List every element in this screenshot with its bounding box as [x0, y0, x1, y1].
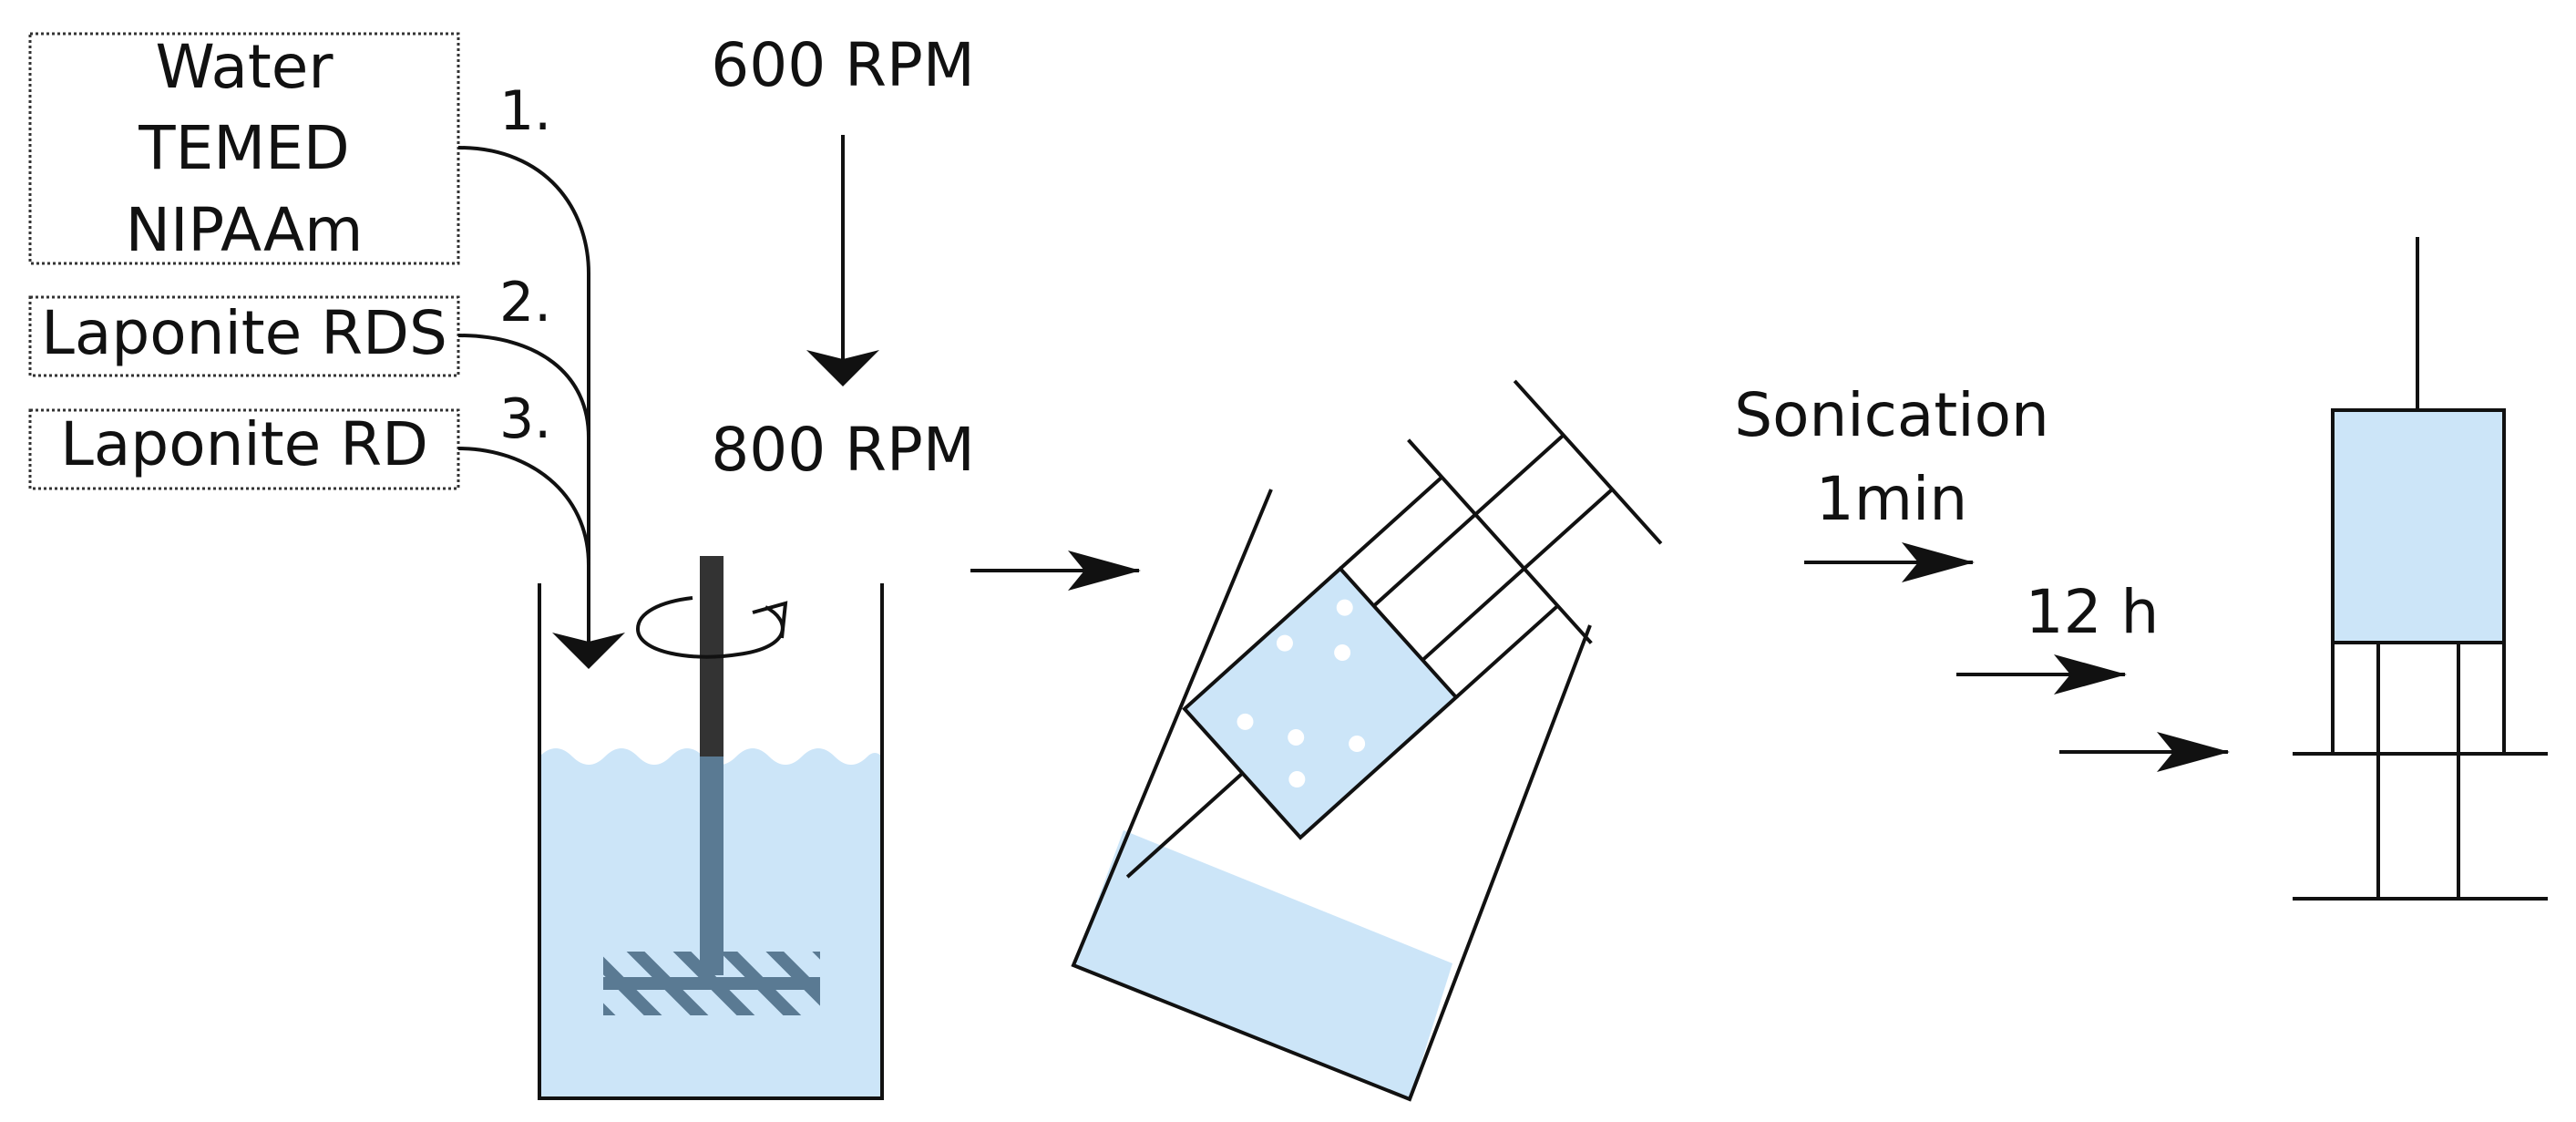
syringe-tilted — [1125, 379, 1663, 879]
sonication-duration-label: 1min — [1816, 464, 1967, 534]
bubble — [1276, 634, 1293, 652]
sonication-bath — [1071, 489, 1592, 1102]
step-1-label: 1. — [499, 79, 551, 143]
syringe-plunger-rod — [1372, 433, 1614, 662]
bubble — [1349, 736, 1366, 753]
syringe-upright — [2293, 237, 2548, 901]
bubble — [1237, 713, 1254, 730]
syringe-upright-barrel-rear — [2331, 643, 2506, 754]
stirrer-impeller-bar — [603, 977, 820, 990]
bath-outline — [1071, 489, 1592, 1102]
addition-curves — [457, 146, 625, 669]
ingredient-nipaam-label: NIPAAm — [126, 195, 364, 265]
step-3-label: 3. — [499, 387, 551, 451]
syringe-flange — [1407, 438, 1593, 644]
syringe-upright-barrel — [2331, 408, 2506, 644]
rotation-arrow-head-icon — [752, 601, 788, 639]
addition-curve-1 — [457, 146, 625, 669]
ingredient-laponite-rds-label: Laponite RDS — [41, 298, 447, 368]
beaker — [538, 556, 884, 1100]
ingredient-box-group3: Laponite RD — [28, 408, 460, 490]
syringe-barrel-rear — [1339, 476, 1559, 699]
rest-duration-label: 12 h — [2026, 577, 2160, 647]
ingredient-box-group2: Laponite RDS — [28, 295, 460, 377]
bubble — [1288, 728, 1305, 746]
syringe-barrel — [1182, 566, 1459, 840]
ingredient-laponite-rd-label: Laponite RD — [60, 409, 428, 479]
ingredient-water-label: Water — [155, 32, 334, 102]
rpm-end-label: 800 RPM — [711, 415, 975, 485]
ingredient-temed-label: TEMED — [138, 113, 349, 183]
bubble — [1334, 644, 1351, 662]
sonication-label: Sonication — [1734, 380, 2049, 450]
bath-liquid — [1073, 830, 1452, 1099]
rpm-start-label: 600 RPM — [711, 30, 975, 100]
ingredient-box-group1: Water TEMED NIPAAm — [28, 32, 460, 265]
beaker-outline — [538, 583, 884, 1100]
syringe-needle — [1125, 771, 1244, 879]
step-2-label: 2. — [499, 271, 551, 335]
bubble — [1336, 599, 1353, 616]
addition-curve-3 — [457, 447, 590, 602]
addition-curve-2 — [457, 334, 590, 547]
syringe-upright-plunger-rod — [2376, 643, 2460, 899]
stirrer-rod-submerged — [700, 757, 724, 975]
bubble — [1288, 771, 1306, 788]
syringe-plunger-thumb — [1513, 379, 1663, 545]
